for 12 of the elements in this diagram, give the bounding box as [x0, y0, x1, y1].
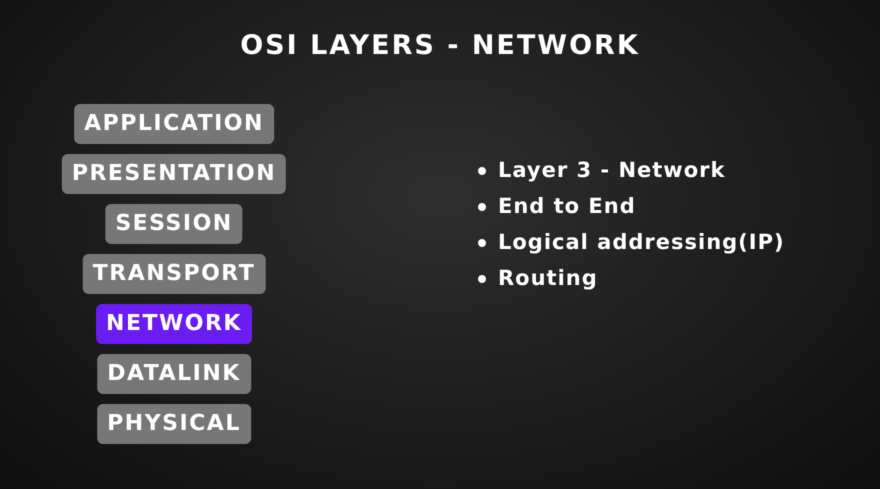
layer-box: PHYSICAL: [97, 404, 251, 444]
layer-box: APPLICATION: [74, 104, 274, 144]
bullet-text: End to End: [498, 194, 636, 218]
bullet-text: Routing: [498, 266, 598, 290]
bullet-text: Logical addressing(IP): [498, 230, 785, 254]
layer-box: PRESENTATION: [62, 154, 286, 194]
title: OSI LAYERS - NETWORK: [239, 30, 641, 61]
layer-box: SESSION: [105, 204, 243, 244]
layer-box: TRANSPORT: [82, 254, 266, 294]
highlighted-layer-box: NETWORK: [96, 304, 252, 344]
layer-box: DATALINK: [97, 354, 251, 394]
bullet-text: Layer 3 - Network: [498, 158, 726, 182]
